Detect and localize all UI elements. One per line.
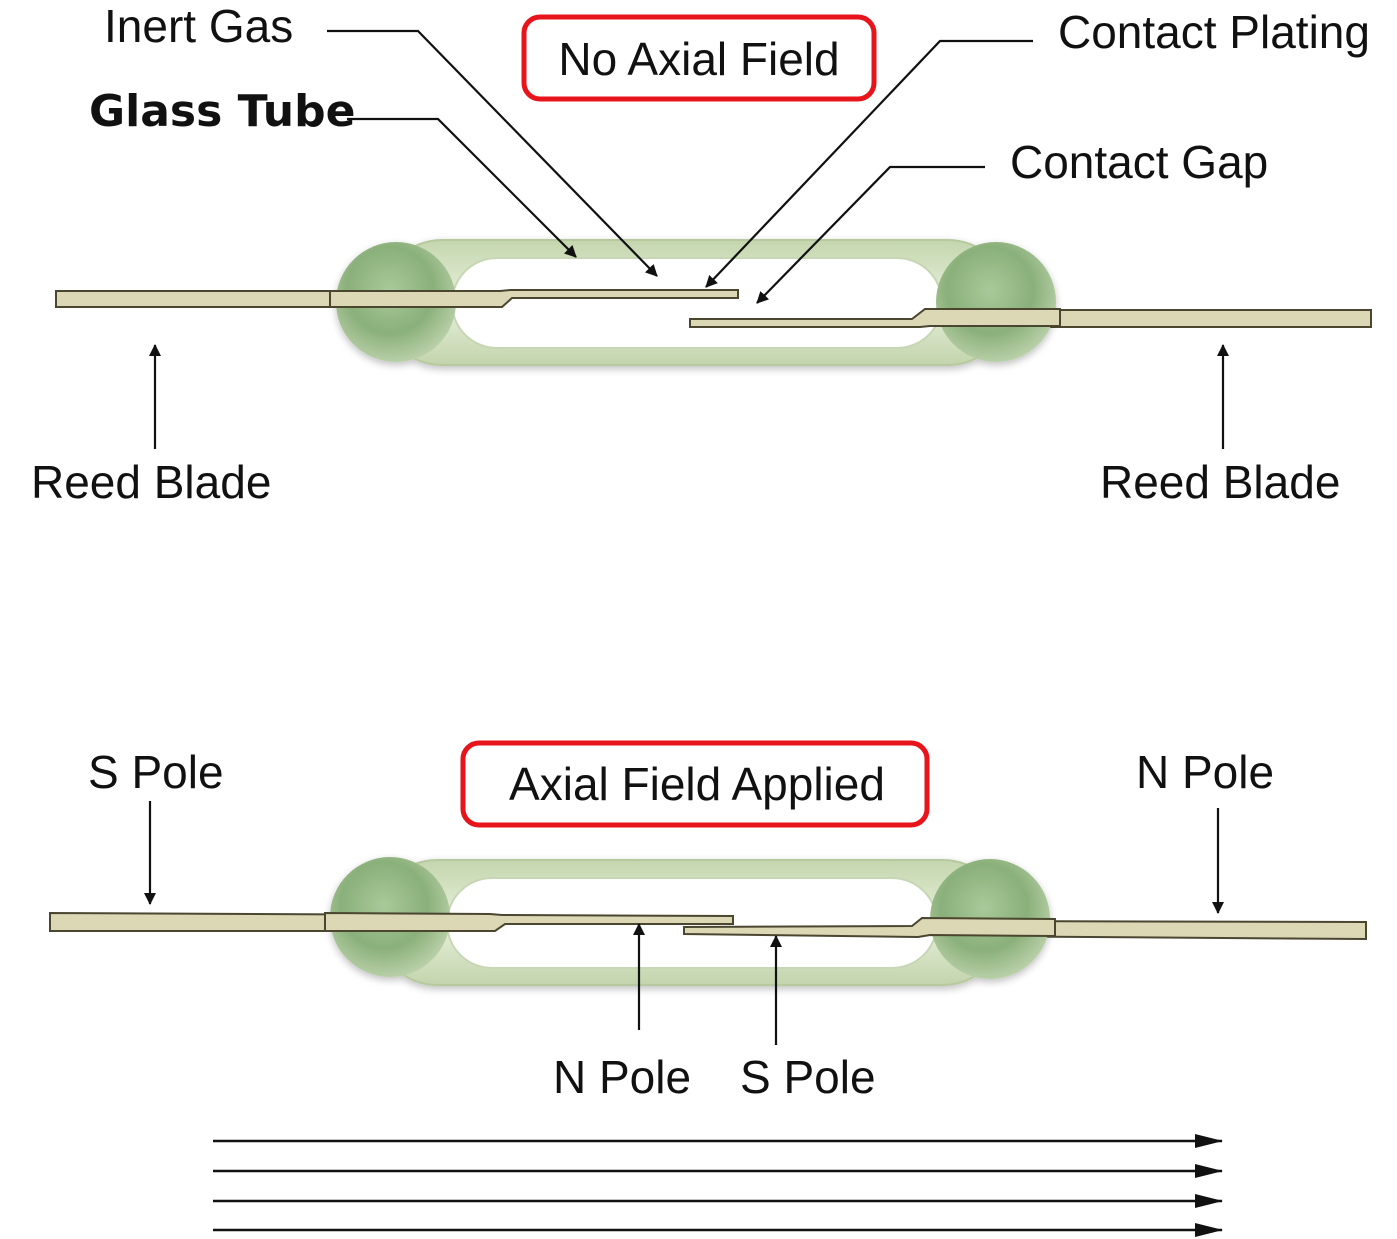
leader-lines-bottom <box>144 801 1224 1045</box>
reed-contact-right <box>689 308 1061 328</box>
label-contact-gap: Contact Gap <box>1010 136 1268 188</box>
reed-switch-open <box>55 239 1372 366</box>
label-contact-plating: Contact Plating <box>1058 6 1370 58</box>
label-reed-blade-right: Reed Blade <box>1100 456 1340 508</box>
label-s-pole-left: S Pole <box>88 746 224 798</box>
label-s-pole-contact: S Pole <box>740 1051 876 1103</box>
leader-lines-top <box>149 29 1229 449</box>
label-n-pole-contact: N Pole <box>553 1051 691 1103</box>
label-n-pole-right: N Pole <box>1136 746 1274 798</box>
reed-contact-right-closed <box>683 916 1056 939</box>
state-callout-no-field: No Axial Field <box>521 14 877 102</box>
state-label: No Axial Field <box>558 33 839 85</box>
magnetic-field-lines <box>213 1134 1223 1237</box>
reed-contact-left-closed <box>324 911 734 932</box>
label-reed-blade-left: Reed Blade <box>31 456 271 508</box>
glass-bead-right <box>936 242 1056 362</box>
state-callout-field-applied: Axial Field Applied <box>460 740 930 828</box>
label-inert-gas: Inert Gas <box>104 0 293 52</box>
state-label-applied: Axial Field Applied <box>509 758 885 810</box>
label-glass-tube: Glass Tube <box>89 86 355 137</box>
reed-contact-left <box>329 289 739 308</box>
reed-switch-closed <box>49 857 1367 986</box>
